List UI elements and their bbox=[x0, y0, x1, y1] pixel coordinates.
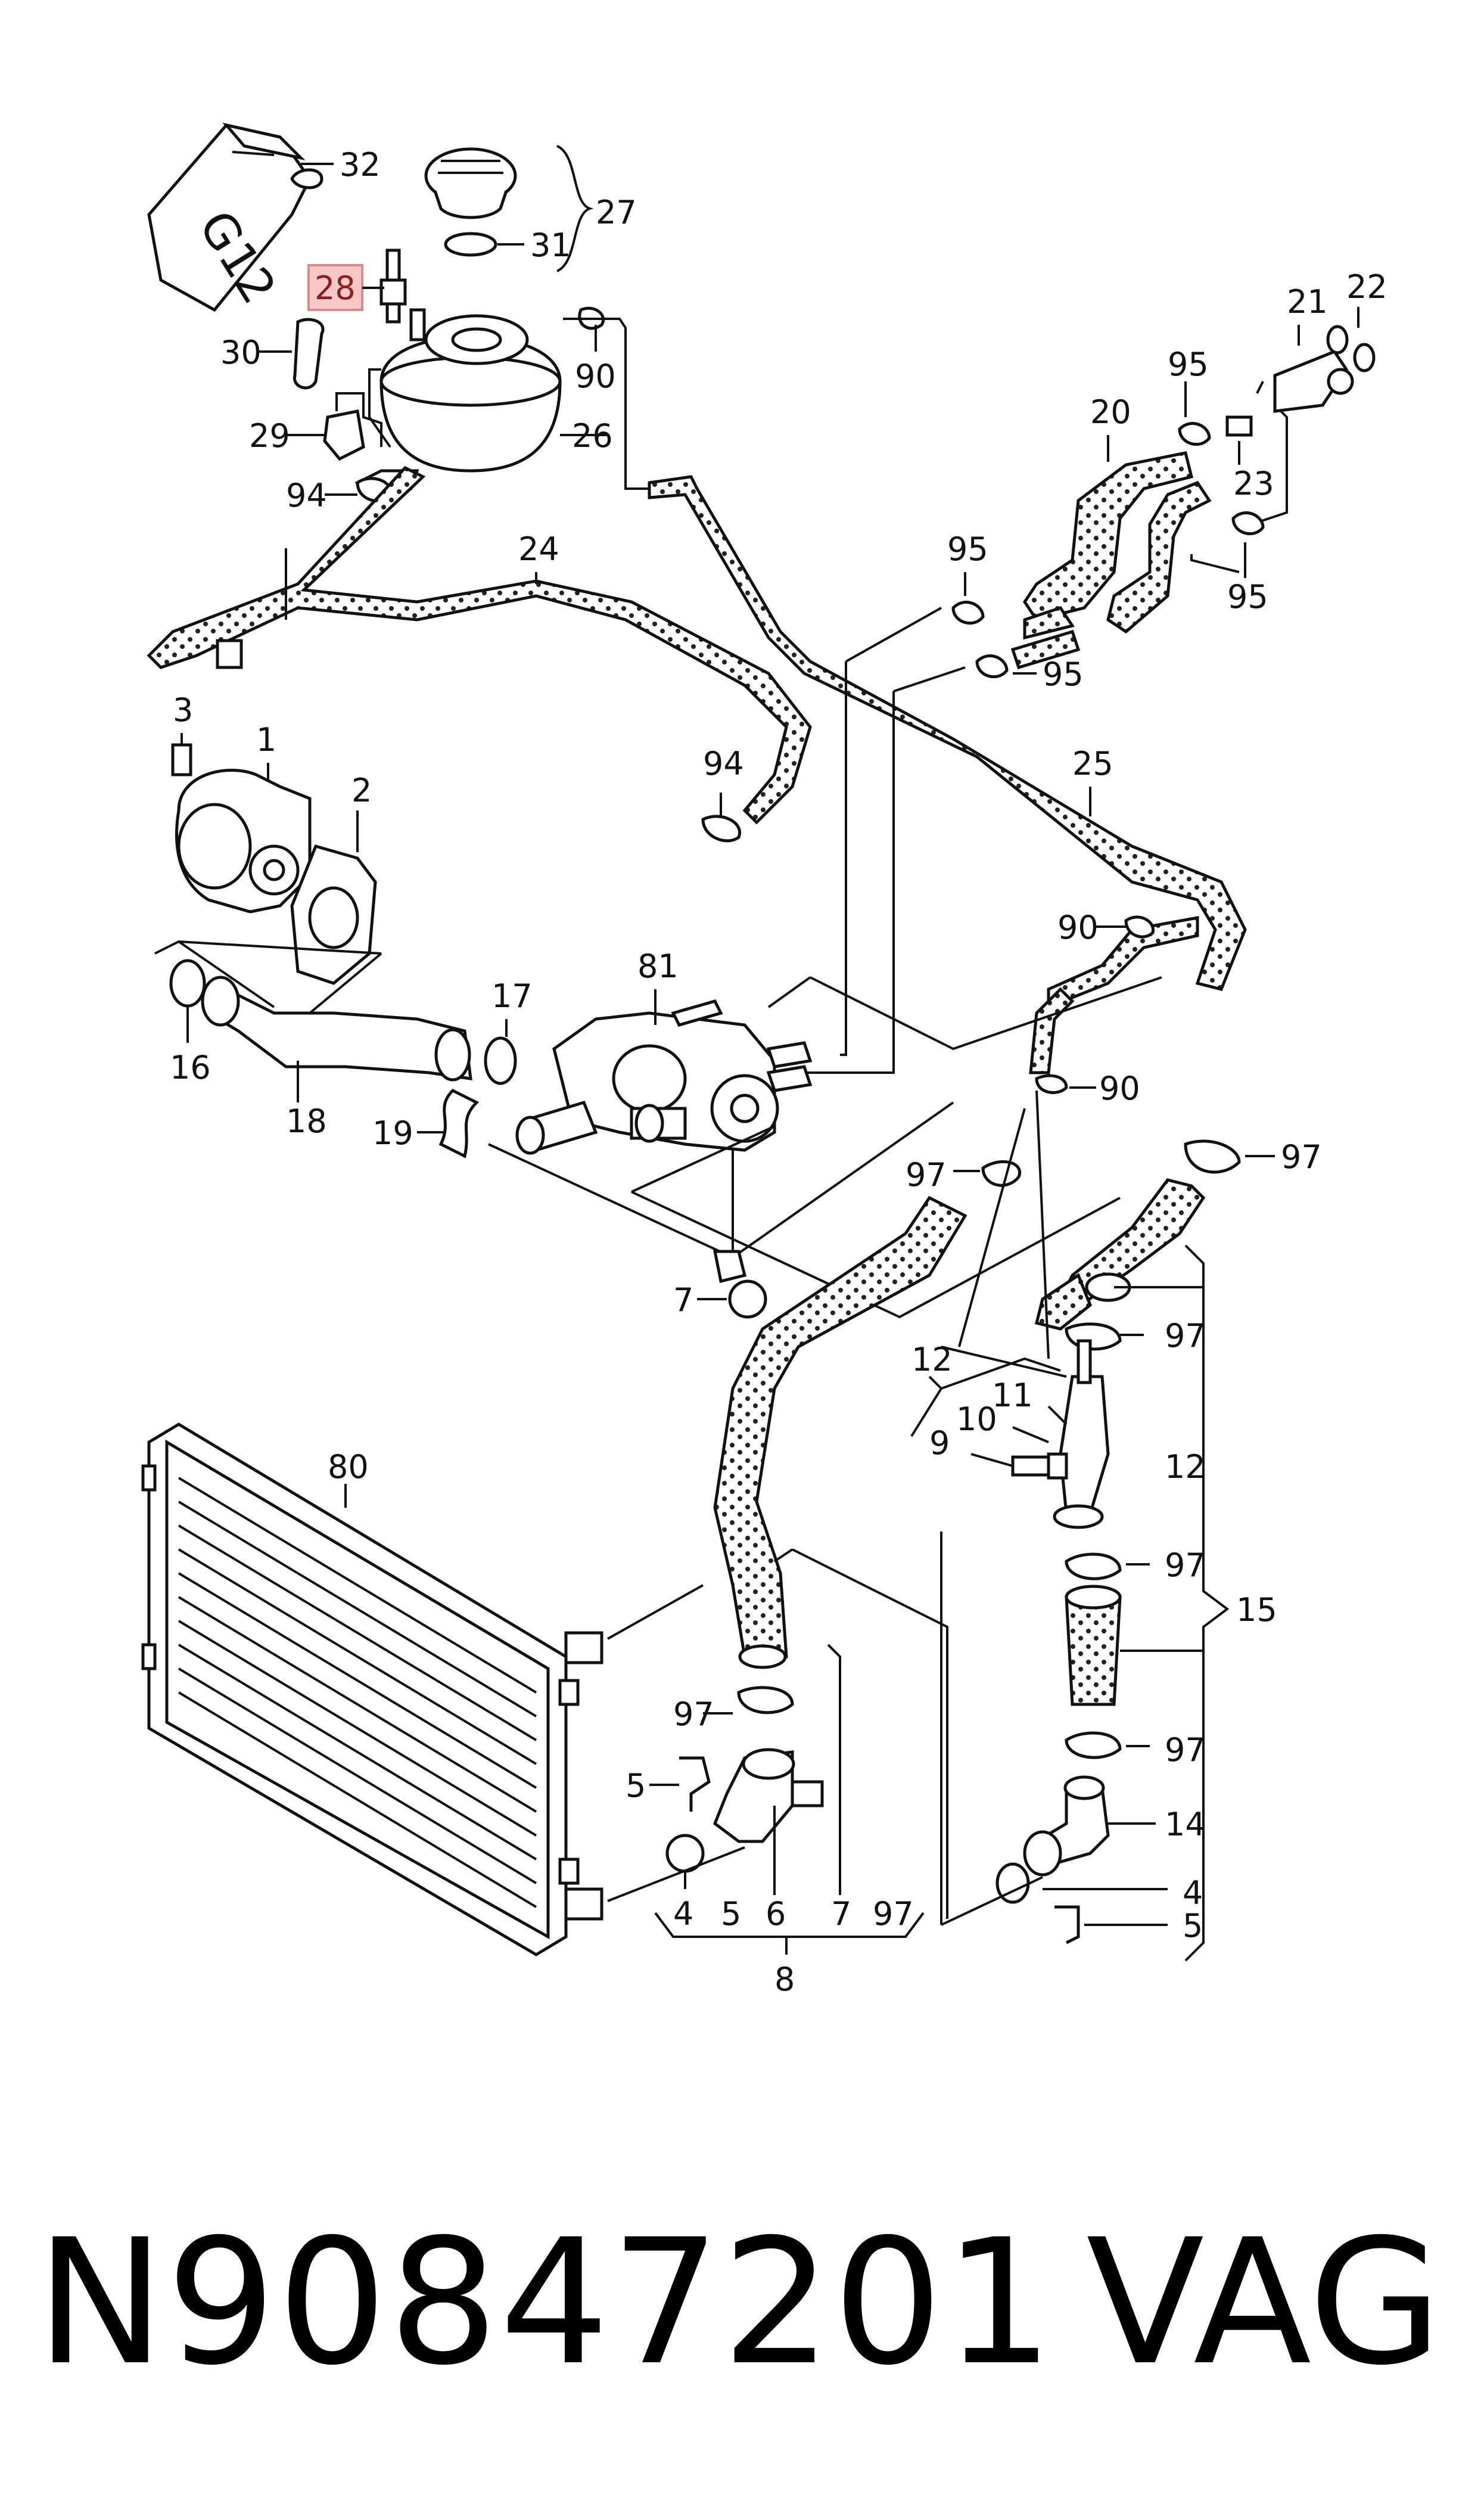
label-15: 15 bbox=[1236, 1591, 1277, 1629]
label-26: 26 bbox=[572, 417, 613, 455]
label-94-top: 94 bbox=[286, 477, 327, 514]
label-23: 23 bbox=[1233, 465, 1274, 502]
parts-diagram: G12 32 31 27 26 28 30 29 90 bbox=[141, 122, 1387, 1998]
label-9: 9 bbox=[929, 1424, 950, 1462]
elbow-14 bbox=[1023, 1775, 1110, 1877]
clip-19 bbox=[438, 1088, 480, 1158]
label-2: 2 bbox=[351, 772, 372, 809]
radiator bbox=[141, 1422, 603, 1956]
hose-connector-6 bbox=[713, 1748, 824, 1843]
label-17: 17 bbox=[491, 977, 533, 1015]
temp-sensor bbox=[1011, 1455, 1050, 1477]
clip-5-right bbox=[1054, 1905, 1080, 1945]
coolant-flange bbox=[1047, 1339, 1110, 1529]
label-21: 21 bbox=[1287, 283, 1328, 321]
lower-hose bbox=[713, 1195, 967, 1658]
label-7-b: 7 bbox=[831, 1895, 851, 1933]
straight-hose bbox=[1065, 1595, 1122, 1706]
label-19: 19 bbox=[372, 1114, 413, 1152]
bracket-clip bbox=[293, 318, 325, 390]
label-24: 24 bbox=[518, 530, 559, 568]
clip-5 bbox=[679, 1756, 711, 1812]
label-97-e: 97 bbox=[1165, 1317, 1206, 1355]
label-25: 25 bbox=[1072, 745, 1113, 782]
label-28: 28 bbox=[315, 269, 356, 307]
label-97-f: 97 bbox=[1165, 1546, 1206, 1584]
label-29: 29 bbox=[249, 417, 290, 455]
label-95-a: 95 bbox=[1168, 346, 1209, 383]
label-90-low: 90 bbox=[1099, 1070, 1140, 1107]
label-31: 31 bbox=[530, 226, 571, 264]
label-95-d: 95 bbox=[1043, 656, 1084, 693]
label-90-mid: 90 bbox=[1057, 909, 1099, 946]
label-3: 3 bbox=[173, 691, 193, 729]
label-27: 27 bbox=[596, 194, 637, 231]
brand-name: VAG bbox=[1086, 2203, 1442, 2403]
label-90-top: 90 bbox=[575, 358, 616, 395]
label-8: 8 bbox=[774, 1961, 795, 1998]
highlight-box bbox=[307, 264, 363, 311]
label-97-b: 97 bbox=[673, 1695, 714, 1733]
label-5-b: 5 bbox=[721, 1895, 741, 1933]
label-12-a: 12 bbox=[911, 1341, 953, 1378]
label-18: 18 bbox=[286, 1102, 327, 1140]
seal-ring bbox=[444, 232, 497, 257]
cap-7 bbox=[713, 1250, 767, 1319]
label-97-g: 97 bbox=[1165, 1731, 1206, 1769]
label-5-a: 5 bbox=[626, 1767, 646, 1804]
label-1: 1 bbox=[256, 721, 276, 759]
label-7-a: 7 bbox=[673, 1281, 693, 1319]
label-30: 30 bbox=[220, 334, 262, 371]
label-10: 10 bbox=[956, 1400, 997, 1438]
label-4-a: 4 bbox=[673, 1895, 693, 1933]
part-number: N90847201 bbox=[36, 2203, 1055, 2403]
label-14: 14 bbox=[1165, 1806, 1206, 1843]
expansion-tank bbox=[354, 308, 562, 502]
filler-cap bbox=[424, 147, 517, 219]
water-pump bbox=[175, 769, 312, 914]
label-22: 22 bbox=[1346, 268, 1387, 306]
label-4-b: 4 bbox=[1183, 1874, 1203, 1912]
label-32: 32 bbox=[340, 146, 381, 184]
o-ring-16 bbox=[169, 959, 206, 1008]
label-11: 11 bbox=[992, 1377, 1033, 1414]
label-12-b: 12 bbox=[1165, 1448, 1206, 1486]
hose-drop bbox=[1029, 987, 1075, 1074]
label-20: 20 bbox=[1090, 393, 1131, 431]
label-97-a: 97 bbox=[906, 1156, 947, 1194]
label-16: 16 bbox=[170, 1049, 211, 1086]
label-97-d: 97 bbox=[1281, 1138, 1322, 1176]
coolant-canister: G12 bbox=[147, 122, 323, 313]
hose-25 bbox=[648, 475, 1247, 991]
label-6: 6 bbox=[766, 1895, 786, 1933]
coolant-pipe bbox=[207, 981, 472, 1080]
label-94-mid: 94 bbox=[703, 745, 744, 782]
label-81: 81 bbox=[637, 948, 679, 985]
label-95-c: 95 bbox=[947, 530, 988, 568]
level-sensor bbox=[379, 249, 407, 324]
footer: N90847201 VAG bbox=[0, 2217, 1484, 2455]
thermostat-housing bbox=[515, 999, 813, 1155]
label-80: 80 bbox=[328, 1448, 369, 1486]
label-5-c: 5 bbox=[1183, 1907, 1203, 1945]
hose-24 bbox=[147, 465, 812, 825]
label-97-c: 97 bbox=[873, 1895, 914, 1933]
clip-holder bbox=[323, 409, 365, 461]
label-95-b: 95 bbox=[1227, 578, 1268, 616]
o-ring-17 bbox=[484, 1036, 517, 1085]
